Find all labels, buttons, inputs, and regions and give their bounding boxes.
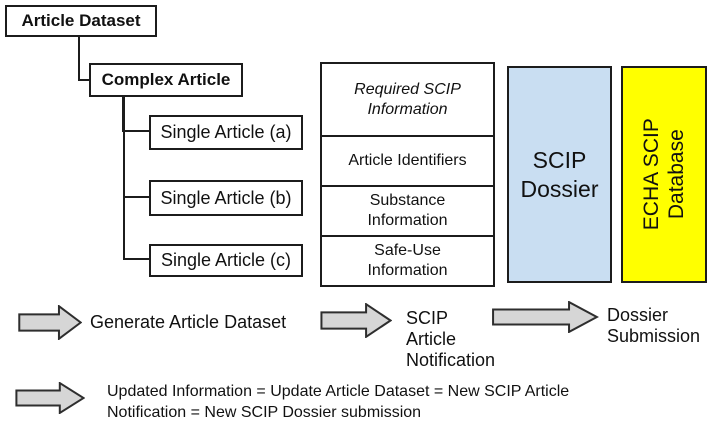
tree-connector-stub-b-line: [124, 196, 149, 198]
single-article-c-box: Single Article (c): [149, 244, 303, 277]
article-dataset-box: Article Dataset: [5, 5, 157, 37]
tree-connector-stub-c-line: [123, 258, 149, 260]
scip-notification-arrow-icon: [320, 303, 392, 338]
dossier-submission-arrow-icon: [492, 301, 599, 333]
complex-article-box: Complex Article: [89, 63, 243, 97]
scip-notification-arrow-shape: [321, 304, 390, 337]
generate-dataset-arrow-icon: [18, 305, 82, 340]
generate-dataset-label: Generate Article Dataset: [90, 312, 287, 332]
tree-connector-root-vertical-line: [78, 37, 80, 81]
tree-connector-root-horizontal-line: [78, 79, 89, 81]
dossier-submission-arrow-shape: [493, 302, 597, 332]
update-note-arrow-shape: [16, 383, 83, 413]
single-article-b-box: Single Article (b): [149, 180, 303, 216]
update-note-label: Updated Information = Update Article Dat…: [107, 383, 570, 421]
info-row-article-identifiers: Article Identifiers: [322, 135, 493, 185]
update-note-arrow-icon: [15, 382, 85, 414]
generate-dataset-arrow-shape: [19, 306, 80, 339]
tree-connector-trunk-upper-line: [122, 97, 125, 132]
single-article-a-box: Single Article (a): [149, 115, 303, 150]
tree-connector-stub-a-line: [124, 130, 149, 132]
